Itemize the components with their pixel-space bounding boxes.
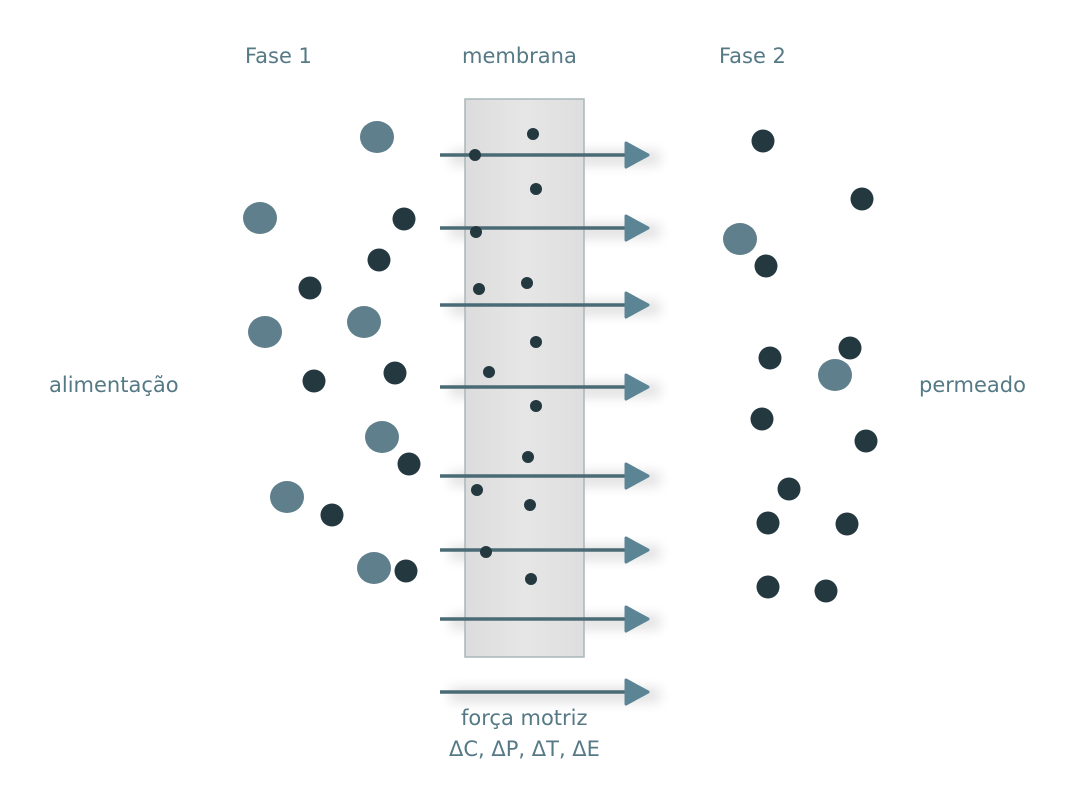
permeating-particle bbox=[525, 573, 537, 585]
membrane-label: membrana bbox=[462, 44, 577, 68]
small-particle bbox=[751, 129, 775, 153]
phase2-label: Fase 2 bbox=[719, 44, 786, 68]
small-particle bbox=[835, 512, 859, 536]
permeate-label: permeado bbox=[919, 373, 1026, 397]
driving-force-arrow bbox=[440, 605, 650, 633]
small-particle bbox=[392, 207, 416, 231]
small-particle bbox=[394, 559, 418, 583]
permeating-particle bbox=[530, 183, 542, 195]
permeating-particle bbox=[483, 366, 495, 378]
large-particle bbox=[347, 306, 381, 338]
large-particle bbox=[818, 359, 852, 391]
driving-force-arrow bbox=[440, 462, 650, 490]
small-particle bbox=[302, 369, 326, 393]
small-particle bbox=[756, 575, 780, 599]
small-particle bbox=[850, 187, 874, 211]
permeating-particle bbox=[473, 283, 485, 295]
small-particle bbox=[320, 503, 344, 527]
driving-force-arrow bbox=[440, 678, 650, 706]
large-particle bbox=[360, 121, 394, 153]
small-particle bbox=[298, 276, 322, 300]
permeating-particle bbox=[530, 336, 542, 348]
small-particle bbox=[854, 429, 878, 453]
small-particle bbox=[758, 346, 782, 370]
large-particle bbox=[357, 552, 391, 584]
large-particle bbox=[365, 421, 399, 453]
permeating-particle bbox=[480, 546, 492, 558]
permeating-particle bbox=[522, 451, 534, 463]
phase1-label: Fase 1 bbox=[245, 44, 312, 68]
large-particle bbox=[270, 481, 304, 513]
permeating-particle bbox=[521, 277, 533, 289]
small-particle bbox=[838, 336, 862, 360]
driving-force-arrow bbox=[440, 291, 650, 319]
driving-force-label: força motriz bbox=[461, 706, 588, 730]
permeating-particle bbox=[527, 128, 539, 140]
driving-force-arrow bbox=[440, 373, 650, 401]
permeating-particle bbox=[469, 149, 481, 161]
large-particle bbox=[723, 223, 757, 255]
permeating-particle bbox=[470, 226, 482, 238]
small-particle bbox=[750, 407, 774, 431]
small-particle bbox=[397, 452, 421, 476]
driving-force-arrow bbox=[440, 214, 650, 242]
small-particle bbox=[367, 248, 391, 272]
driving-force-arrow bbox=[440, 536, 650, 564]
small-particle bbox=[754, 254, 778, 278]
permeating-particle bbox=[524, 499, 536, 511]
permeating-particle bbox=[530, 400, 542, 412]
permeating-particle bbox=[471, 484, 483, 496]
driving-force-terms: ΔC, ΔP, ΔT, ΔE bbox=[449, 737, 600, 761]
small-particle bbox=[756, 511, 780, 535]
large-particle bbox=[243, 202, 277, 234]
small-particle bbox=[383, 361, 407, 385]
small-particle bbox=[814, 579, 838, 603]
feed-label: alimentação bbox=[49, 373, 179, 397]
large-particle bbox=[248, 316, 282, 348]
membrane bbox=[464, 98, 585, 658]
small-particle bbox=[777, 477, 801, 501]
